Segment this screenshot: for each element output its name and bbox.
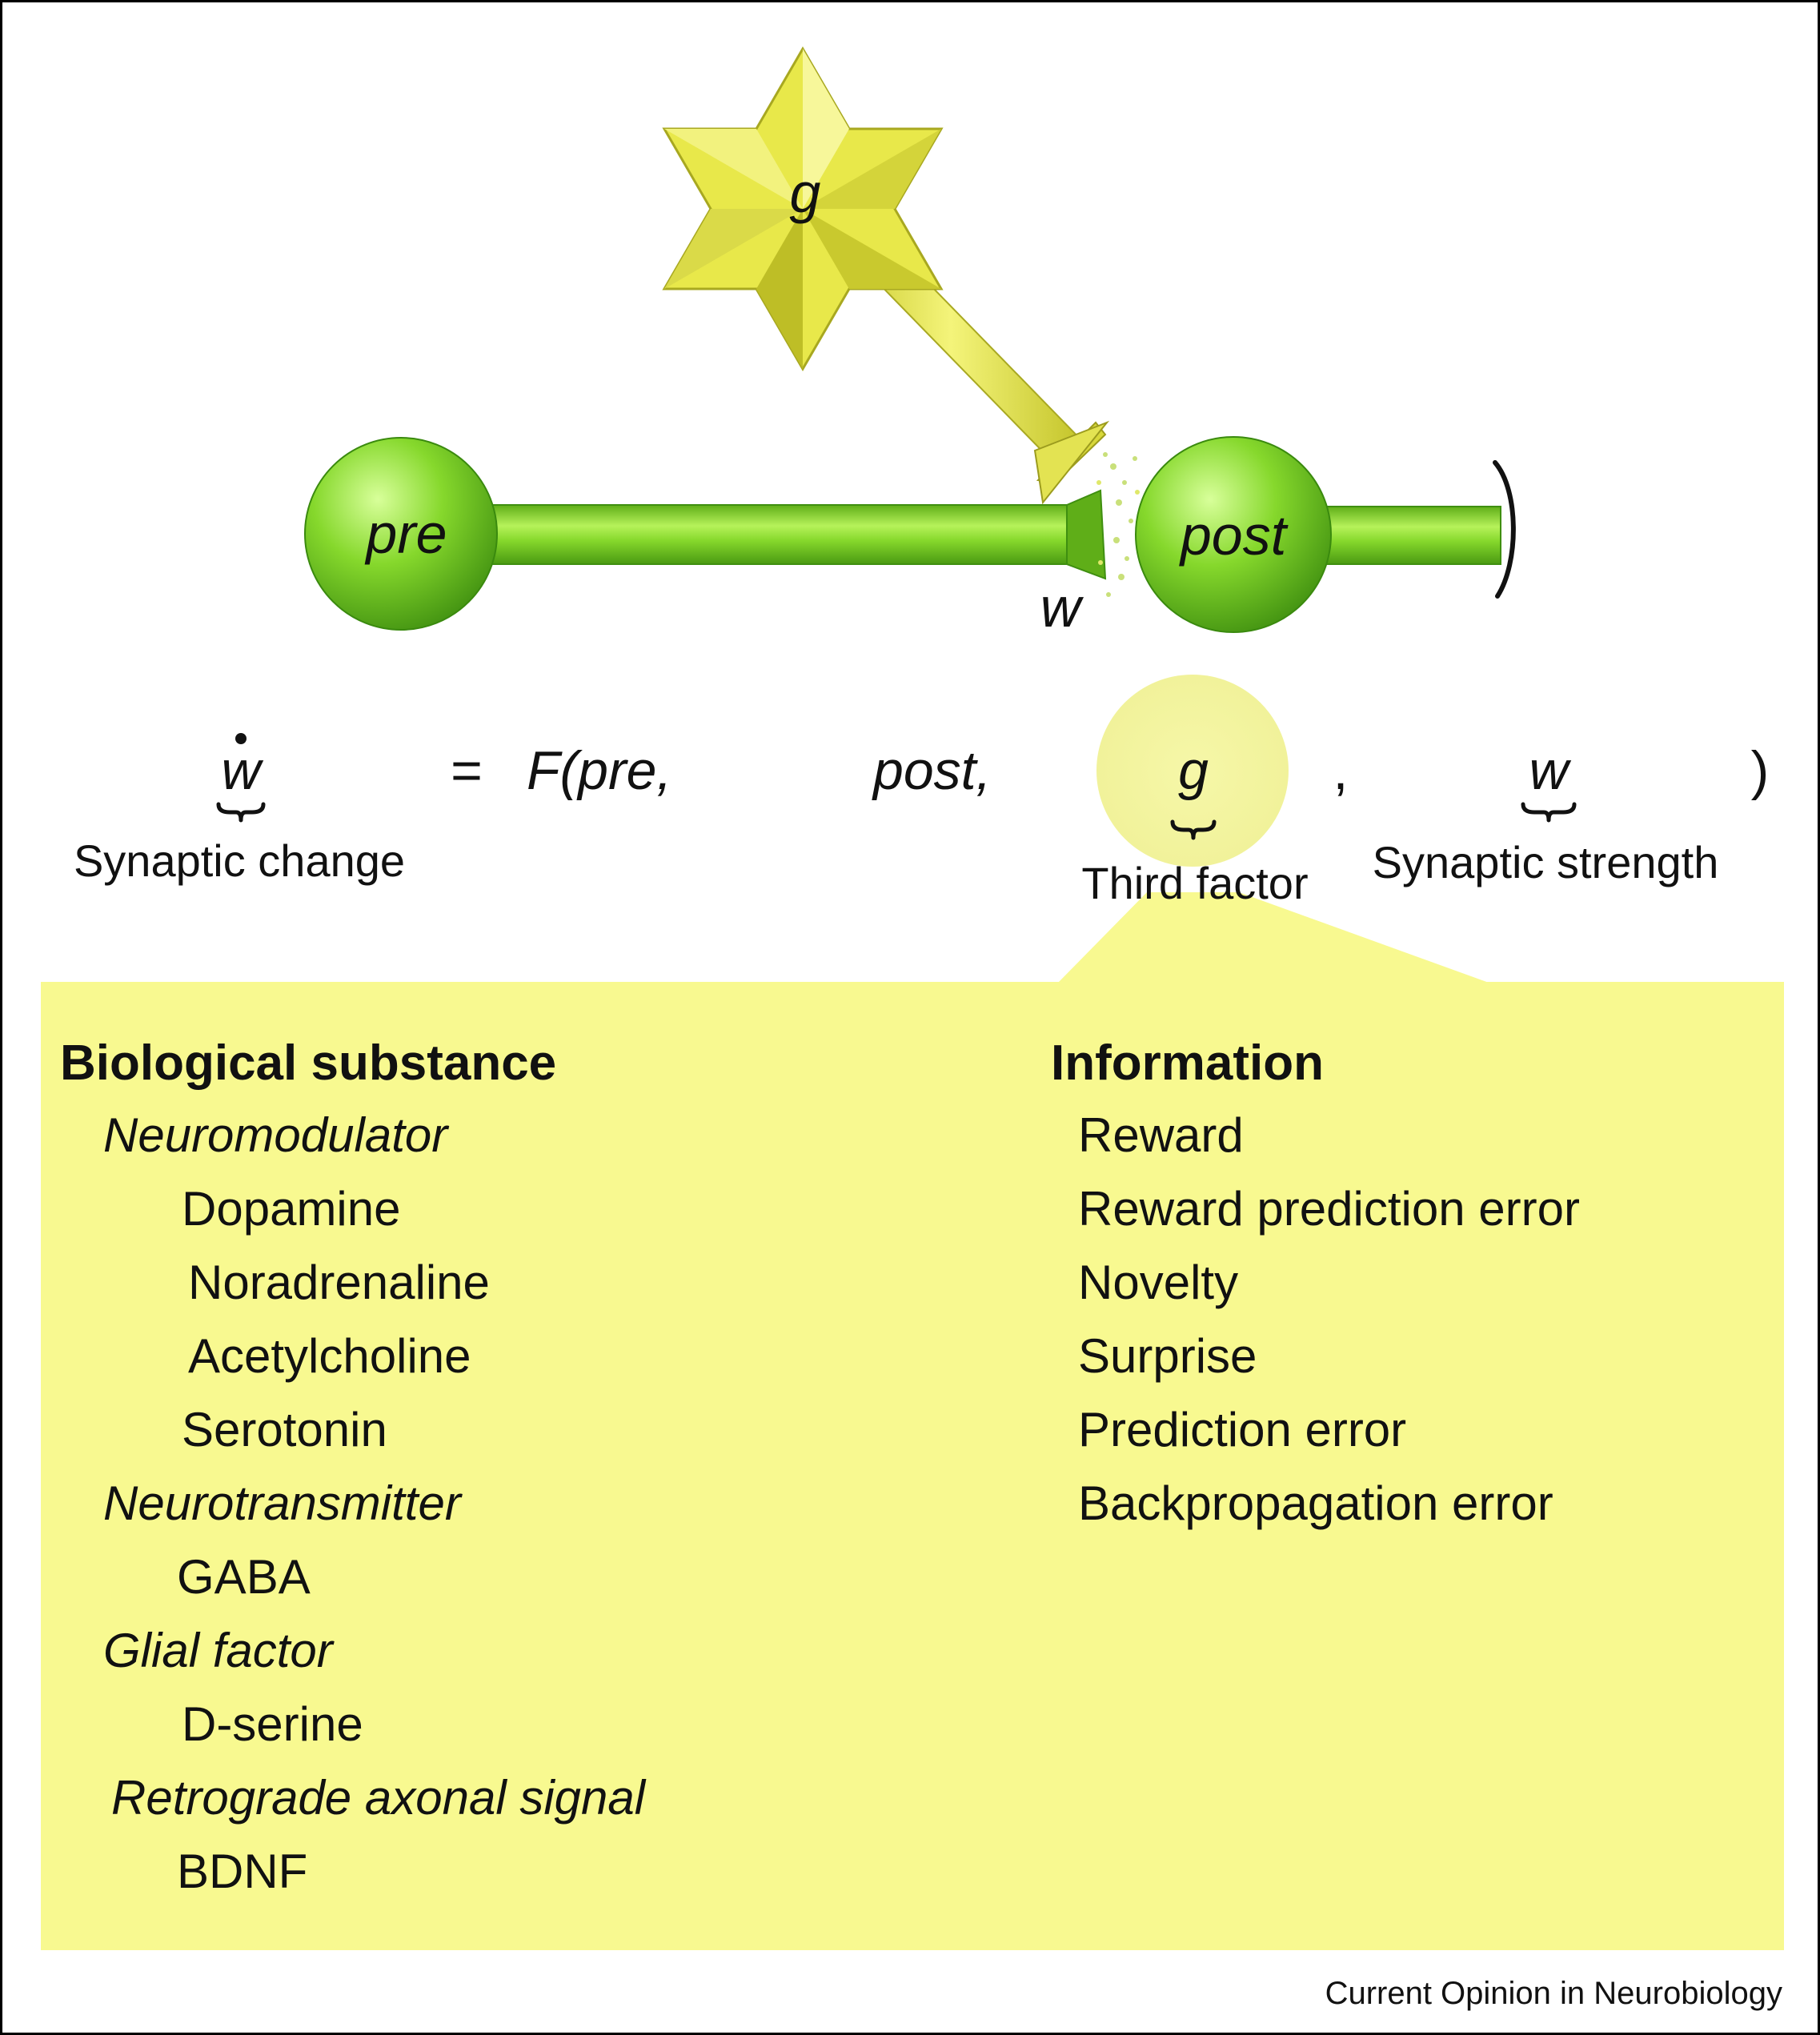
eq-equals: = <box>451 740 483 801</box>
eq-arg-g: g <box>1178 740 1209 801</box>
plasticity-equation: w = F(pre, post, g , w ) <box>221 733 1769 801</box>
axon-cut-mark <box>1493 460 1516 599</box>
eq-function-open: F(pre, <box>527 740 671 801</box>
list-item: Backpropagation error <box>1078 1476 1553 1530</box>
list-item: D-serine <box>182 1697 363 1751</box>
eq-comma: , <box>1333 740 1349 801</box>
eq-arg-w: w <box>1529 740 1571 801</box>
journal-credit: Current Opinion in Neurobiology <box>1325 1976 1782 2011</box>
list-item: Noradrenaline <box>188 1256 490 1309</box>
list-item: Acetylcholine <box>188 1329 471 1383</box>
information-heading: Information <box>1051 1036 1324 1091</box>
list-item: Novelty <box>1078 1256 1239 1309</box>
presynaptic-axon <box>474 489 1107 580</box>
list-item: Prediction error <box>1078 1403 1407 1456</box>
list-item: Reward prediction error <box>1078 1182 1580 1236</box>
post-neuron: post <box>1135 436 1332 633</box>
pre-label: pre <box>364 503 447 565</box>
weight-label: w <box>1040 576 1084 639</box>
list-item: BDNF <box>177 1845 308 1898</box>
third-factor-highlight <box>1096 675 1289 867</box>
biological-substance-heading: Biological substance <box>60 1036 557 1091</box>
third-factor-star: g <box>662 46 944 371</box>
eq-arg-post: post, <box>872 740 991 801</box>
information-column: Information Reward Reward prediction err… <box>1051 1032 1771 1544</box>
pre-neuron: pre <box>304 437 498 631</box>
eq-close: ) <box>1751 740 1770 801</box>
category-neuromodulator: Neuromodulator <box>103 1108 448 1162</box>
brace-synaptic-change <box>216 802 266 823</box>
caption-synaptic-change: Synaptic change <box>74 835 405 886</box>
callout-pointer <box>1057 892 1491 983</box>
list-item: Serotonin <box>182 1403 387 1456</box>
time-derivative-dot <box>235 733 247 744</box>
third-factor-panel: Biological substance Neuromodulator Dopa… <box>41 982 1784 1950</box>
category-glial-factor: Glial factor <box>103 1624 333 1677</box>
caption-third-factor: Third factor <box>1081 858 1308 908</box>
list-item: Surprise <box>1078 1329 1257 1383</box>
postsynaptic-axon <box>1298 460 1516 599</box>
category-neurotransmitter: Neurotransmitter <box>103 1476 461 1530</box>
list-item: Reward <box>1078 1108 1244 1162</box>
brace-third-factor <box>1170 819 1217 840</box>
eq-lhs: w <box>221 740 263 801</box>
biological-substance-column: Biological substance Neuromodulator Dopa… <box>60 1032 980 1912</box>
category-retrograde-axonal-signal: Retrograde axonal signal <box>111 1771 646 1825</box>
star-label: g <box>790 162 821 224</box>
brace-synaptic-strength <box>1521 802 1577 823</box>
list-item: Dopamine <box>182 1182 401 1236</box>
list-item: GABA <box>177 1550 311 1604</box>
post-label: post <box>1179 504 1289 567</box>
presynaptic-terminal <box>1066 489 1107 580</box>
caption-synaptic-strength: Synaptic strength <box>1373 837 1719 887</box>
